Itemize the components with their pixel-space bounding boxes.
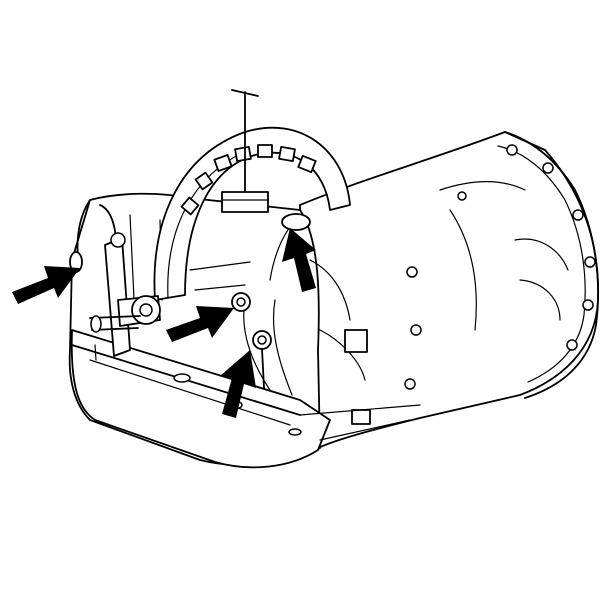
arrow-icon [282, 228, 316, 292]
arrow-icon [220, 350, 256, 418]
holding-fixture [153, 89, 351, 301]
arrow-icon [282, 228, 316, 292]
arrow-icon [12, 266, 80, 304]
lower-fitting [252, 330, 272, 389]
arrow-icon [166, 306, 234, 342]
arrow-icon [220, 350, 256, 418]
arrow-icon [12, 266, 80, 304]
front-linkage [89, 232, 161, 361]
arrow-icon [166, 306, 234, 342]
side-fitting [231, 292, 251, 312]
oil-pan [70, 329, 421, 469]
bell-housing [299, 131, 599, 449]
upper-case-port [281, 213, 311, 231]
